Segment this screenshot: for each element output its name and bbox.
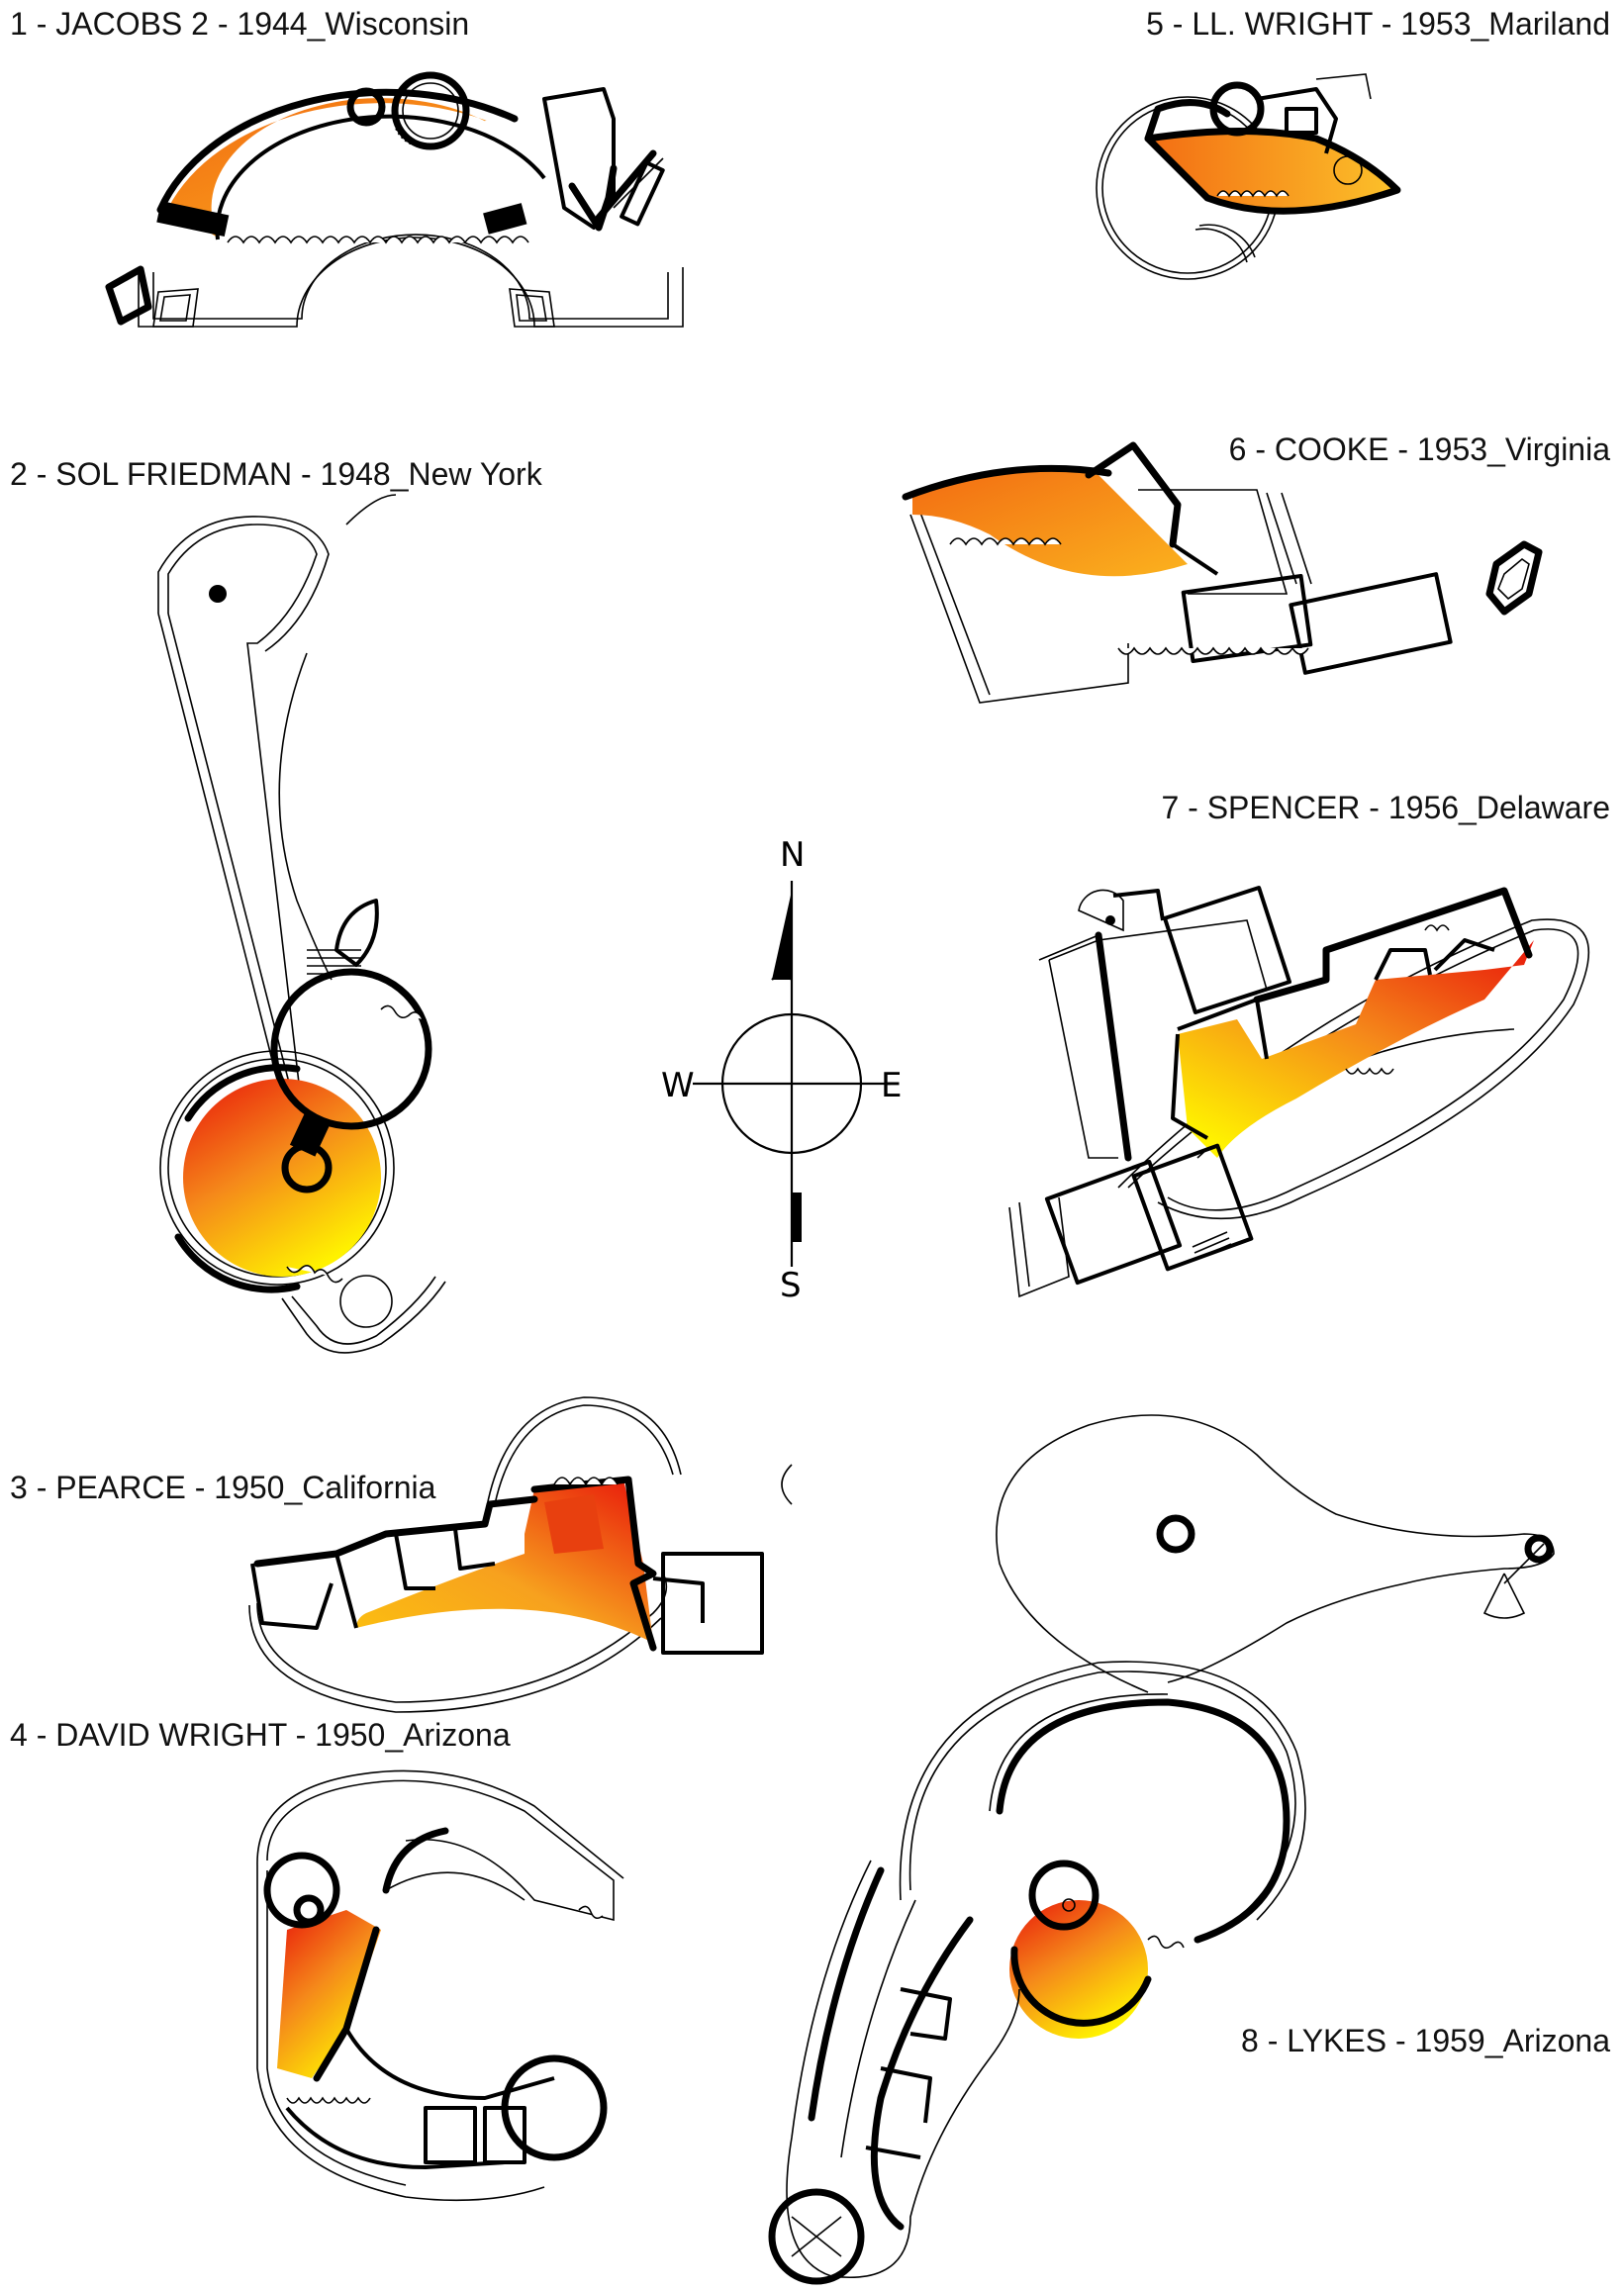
plan-sol-friedman [157, 494, 446, 1354]
plan-label-ll-wright: 5 - LL. WRIGHT - 1953_Mariland [1146, 6, 1610, 42]
plan-lykes [768, 1414, 1555, 2285]
compass-east: E [881, 1066, 902, 1105]
plan-ll-wright [1096, 73, 1401, 280]
plan-david-wright [256, 1769, 624, 2202]
plan-spencer [1008, 885, 1589, 1298]
compass-west: W [661, 1066, 695, 1105]
plan-label-cooke: 6 - COOKE - 1953_Virginia [1228, 431, 1610, 467]
south-bar-icon [792, 1193, 802, 1242]
plan-label-sol-friedman: 2 - SOL FRIEDMAN - 1948_New York [10, 456, 542, 492]
plan-label-jacobs: 1 - JACOBS 2 - 1944_Wisconsin [10, 6, 470, 42]
compass-rose: N S W E [661, 835, 902, 1305]
plan-jacobs [105, 71, 684, 328]
plan-label-spencer: 7 - SPENCER - 1956_Delaware [1161, 790, 1610, 825]
north-arrow-icon [772, 891, 792, 980]
plan-label-pearce: 3 - PEARCE - 1950_California [10, 1470, 436, 1505]
compass-north: N [780, 835, 805, 875]
plan-label-david-wright: 4 - DAVID WRIGHT - 1950_Arizona [10, 1717, 511, 1753]
plan-pearce [248, 1396, 764, 1713]
plan-cooke [902, 441, 1543, 704]
compass-south: S [780, 1266, 802, 1305]
plan-label-lykes: 8 - LYKES - 1959_Arizona [1241, 2023, 1610, 2058]
